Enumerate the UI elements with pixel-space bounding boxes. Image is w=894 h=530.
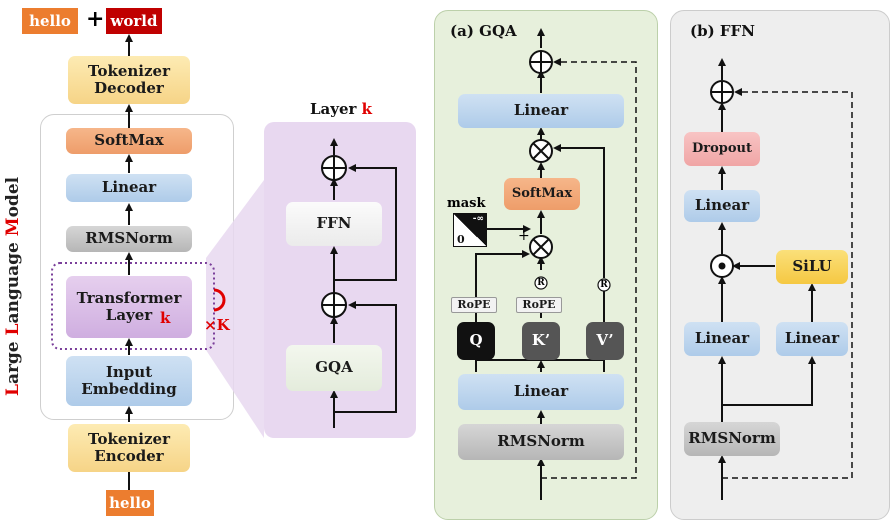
- ffn-linear-top-box: Linear: [684, 190, 760, 222]
- gqa-linear-bottom-box: Linear: [458, 374, 624, 410]
- mask-plus-label: +: [518, 228, 530, 244]
- repeat-count-label: ×K: [204, 316, 230, 334]
- ffn-linear-right-box: Linear: [776, 322, 848, 356]
- gqa-panel-title: (a) GQA: [450, 22, 517, 40]
- transformer-layer-box: Transformer Layer k: [66, 276, 192, 338]
- input-embedding-box: Input Embedding: [66, 356, 192, 406]
- dropout-box: Dropout: [684, 132, 760, 166]
- input-token-hello: hello: [106, 490, 154, 516]
- rope-q-box: RoPE: [451, 297, 497, 313]
- tokenizer-decoder-box: Tokenizer Decoder: [68, 56, 190, 104]
- value-box: V’: [586, 322, 624, 360]
- linear-box: Linear: [66, 174, 192, 202]
- key-box: K’: [522, 322, 560, 360]
- silu-box: SiLU: [776, 250, 848, 284]
- rotary-mark-v: R: [600, 280, 608, 290]
- gqa-linear-top-box: Linear: [458, 94, 624, 128]
- layer-gqa-box: GQA: [286, 345, 382, 391]
- rope-k-box: RoPE: [516, 297, 562, 313]
- gqa-rmsnorm-box: RMSNorm: [458, 424, 624, 460]
- gqa-softmax-box: SoftMax: [504, 178, 580, 210]
- mask-icon: -∞ 0: [453, 213, 487, 247]
- ffn-panel-title: (b) FFN: [690, 22, 755, 40]
- softmax-box: SoftMax: [66, 128, 192, 154]
- transformer-layer-label: Transformer Layer: [76, 288, 182, 324]
- rmsnorm-box: RMSNorm: [66, 226, 192, 252]
- output-token-hello: hello: [22, 8, 78, 34]
- llm-vertical-title: Large Language Model: [3, 176, 23, 396]
- rotary-mark-k: R: [537, 278, 545, 288]
- tokenizer-encoder-box: Tokenizer Encoder: [68, 424, 190, 472]
- output-token-world: world: [106, 8, 162, 34]
- query-box: Q: [457, 322, 495, 360]
- layer-k-title: Layer k: [310, 100, 373, 118]
- layer-ffn-box: FFN: [286, 202, 382, 246]
- mask-label: mask: [447, 196, 486, 211]
- transformer-layer-k: k: [160, 309, 171, 327]
- ffn-rmsnorm-box: RMSNorm: [684, 422, 780, 456]
- plus-sign: +: [86, 6, 105, 32]
- ffn-linear-left-box: Linear: [684, 322, 760, 356]
